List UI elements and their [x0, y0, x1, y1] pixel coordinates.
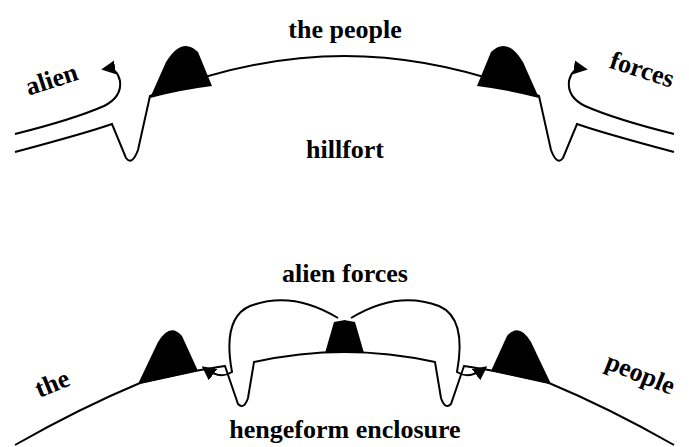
- region-label: the: [31, 365, 73, 402]
- title-label: hengeform enclosure: [229, 417, 460, 443]
- force-label: forces: [607, 47, 678, 92]
- hillfort-half: [15, 46, 345, 161]
- central-mound: [325, 320, 345, 353]
- title-label: hillfort: [306, 137, 384, 163]
- bank: [491, 330, 551, 384]
- bank: [138, 330, 198, 384]
- rampart: [150, 46, 212, 98]
- region-label: the people: [288, 17, 401, 43]
- rampart: [477, 46, 539, 98]
- region-label: people: [602, 348, 679, 399]
- force-arrow: [204, 300, 338, 375]
- force-label: alien: [23, 59, 82, 100]
- force-arrow: [351, 300, 485, 375]
- force-label: alien forces: [282, 261, 408, 287]
- central-mound: [344, 320, 364, 353]
